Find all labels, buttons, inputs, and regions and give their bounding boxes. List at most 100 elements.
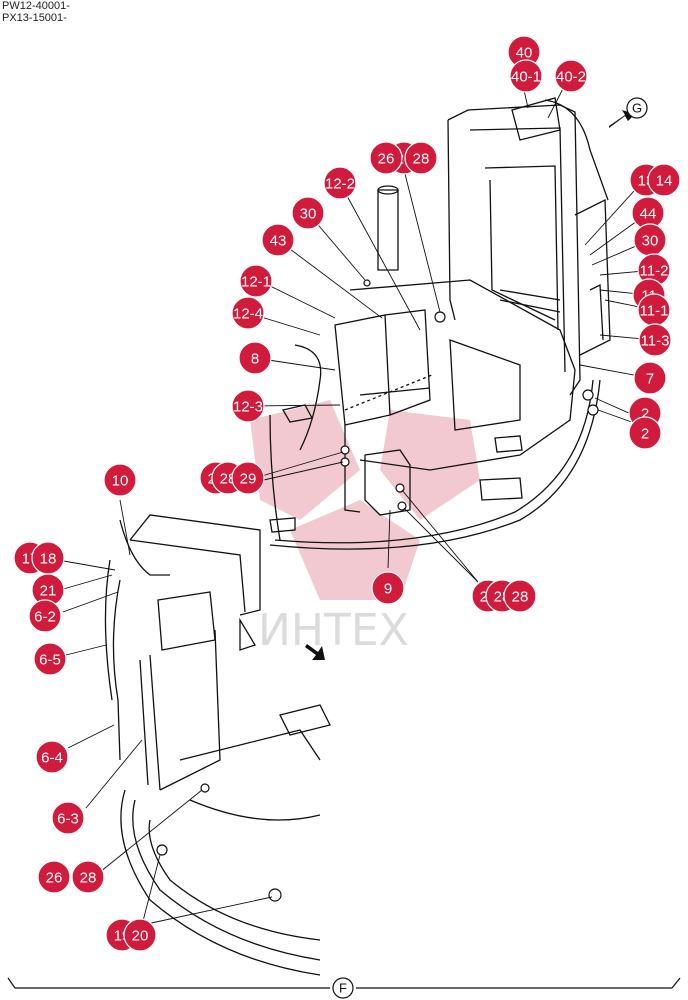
callout-circle (238, 341, 272, 375)
fasteners (156, 279, 599, 902)
callout-badge: 6-3 (51, 801, 85, 835)
callout-badge: 12-3 (231, 389, 265, 423)
callout-badge: 40 (507, 35, 541, 69)
callout-label: 6-5 (39, 652, 61, 669)
callout-badge: 40-2 (554, 59, 588, 93)
callout-label: 40 (516, 45, 533, 62)
callout-label: 6-4 (41, 750, 63, 767)
callout-label: 26 (46, 870, 63, 887)
model-code-line-2: PX13-15001- (2, 12, 67, 24)
callout-label: 43 (270, 233, 287, 250)
callout-badge: 28 (503, 579, 537, 613)
callout-circle (35, 740, 69, 774)
callout-label: 28 (80, 870, 97, 887)
callout-badge: 9 (371, 571, 405, 605)
callout-label: 2 (641, 406, 649, 423)
callout-label: 44 (640, 206, 657, 223)
view-marker-f: F (7, 977, 681, 999)
callout-circle (239, 264, 273, 298)
callout-badge: 6-5 (33, 642, 67, 676)
callout-badge: 12-1 (239, 264, 273, 298)
callout-label: 21 (40, 583, 57, 600)
callout-circle (33, 642, 67, 676)
callout-label: 28 (413, 151, 430, 168)
upper-frame-assembly (269, 97, 611, 550)
callout-badge: 40-1 (509, 59, 543, 93)
callout-circle (231, 461, 265, 495)
callout-circle (633, 361, 667, 395)
callout-label: 7 (646, 371, 654, 388)
callout-badge: 8 (238, 341, 272, 375)
watermark-text: ИНТЕХ (258, 605, 409, 656)
callout-circle (369, 141, 403, 175)
callout-label: 11-2 (640, 263, 669, 280)
direction-arrow-icon (305, 644, 325, 660)
callout-circle (323, 166, 357, 200)
callout-circle (628, 416, 662, 450)
callout-badge: 43 (261, 223, 295, 257)
callout-circle (261, 223, 295, 257)
callout-circle (51, 801, 85, 835)
callout-circle (103, 463, 137, 497)
callout-label: 20 (132, 928, 149, 945)
callout-badge: 12-2 (323, 166, 357, 200)
callout-circle (509, 59, 543, 93)
callout-circle (404, 141, 438, 175)
callout-badge: 18 (31, 541, 65, 575)
callout-circle (647, 163, 681, 197)
callout-badge: 44 (631, 196, 665, 230)
callout-badge: 29 (231, 461, 265, 495)
callout-label: 26 (378, 151, 395, 168)
leader-lines (57, 74, 656, 926)
view-label-g: G (632, 101, 642, 116)
callout-badge: 26 (369, 141, 403, 175)
callout-circle (638, 323, 672, 357)
callout-circle (28, 599, 62, 633)
callout-badge: 10 (103, 463, 137, 497)
view-arrow-g: G (609, 97, 648, 128)
callout-label: 12-1 (241, 274, 271, 291)
callout-badge: 11-2 (637, 253, 671, 287)
callout-badge: 6-2 (28, 599, 62, 633)
callout-badge: 2 (628, 416, 662, 450)
callout-label: 12-3 (233, 399, 263, 416)
lower-frame-assembly (104, 514, 331, 976)
callout-circle (231, 389, 265, 423)
callout-circle (291, 196, 325, 230)
callout-label: 28 (512, 589, 529, 606)
callout-circle (37, 860, 71, 894)
callout-label: 2 (641, 426, 649, 443)
callout-badge: 21 (31, 573, 65, 607)
callout-circle (371, 571, 405, 605)
callout-badge: 26 (37, 860, 71, 894)
callout-label: 29 (240, 471, 257, 488)
callout-badge: 7 (633, 361, 667, 395)
callout-badge: 28 (71, 860, 105, 894)
callout-circle (554, 59, 588, 93)
callout-label: 9 (384, 581, 392, 598)
callout-label: 40-1 (511, 69, 541, 86)
callout-badge: 30 (291, 196, 325, 230)
callout-circle (71, 860, 105, 894)
callout-circle (503, 579, 537, 613)
callout-badge: 20 (123, 918, 157, 952)
view-label-f: F (339, 981, 347, 996)
callout-label: 6-2 (34, 609, 56, 626)
model-code-line-1: PW12-40001- (2, 0, 70, 12)
callout-badge: 6-4 (35, 740, 69, 774)
watermark-logo (250, 400, 480, 600)
callout-badge: 28 (404, 141, 438, 175)
callout-circle (231, 296, 265, 330)
callout-badge: 30 (633, 223, 667, 257)
callout-label: 11-1 (640, 303, 669, 320)
callout-label: 14 (656, 173, 673, 190)
callout-badge: 11-3 (638, 323, 672, 357)
callout-label: 11-3 (641, 333, 670, 350)
callout-label: 10 (112, 473, 129, 490)
callout-label: 8 (251, 351, 259, 368)
callout-label: 12-4 (233, 306, 263, 323)
callout-label: 40-2 (556, 69, 586, 86)
callout-label: 30 (300, 206, 317, 223)
